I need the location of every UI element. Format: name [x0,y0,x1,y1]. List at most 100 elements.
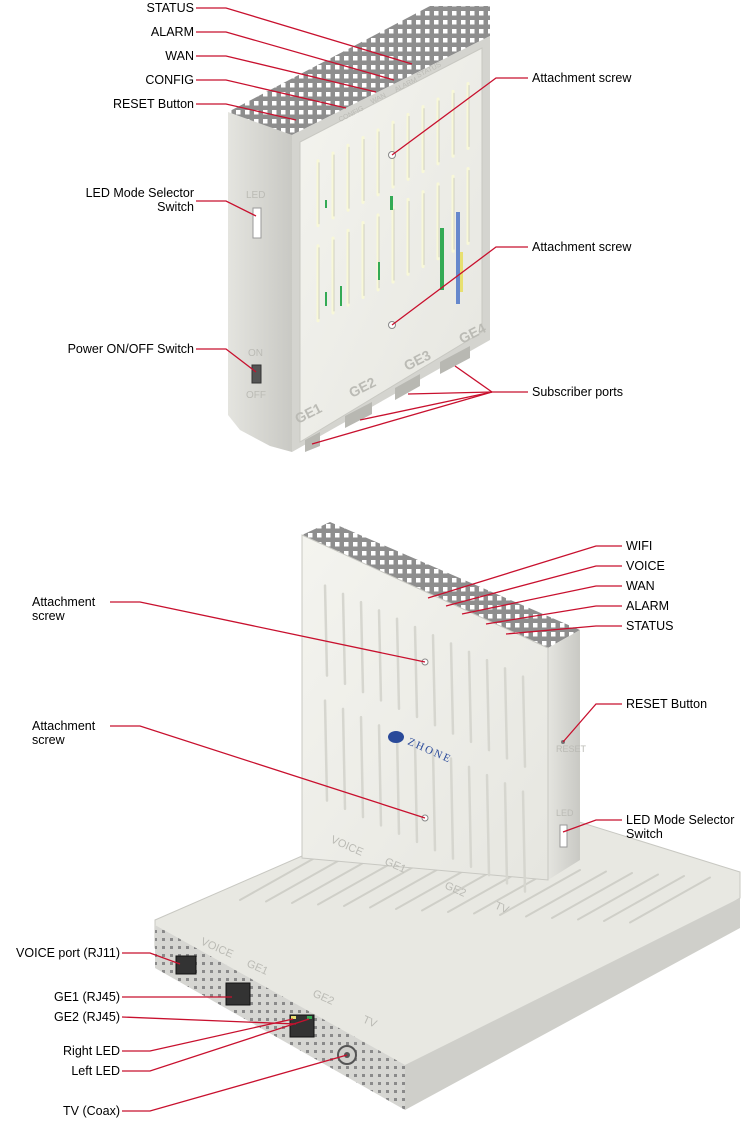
callout-attachment-screw-1: Attachment screw [532,71,632,85]
callout-status-2: STATUS [626,619,674,633]
vent-slot [629,876,711,924]
leader-subscriber-3 [407,391,493,395]
vent-slot [239,854,321,901]
vent-slot [343,860,425,907]
device-1-power-switch [251,364,262,384]
callout-reset-button-2: RESET Button [626,697,708,711]
callout-attachment-screw-4: Attachment screw [32,719,96,747]
device-1-leds [325,196,463,306]
fig2-panel-label-tv: TV [493,900,511,917]
vent-slot [499,869,581,916]
device-2-vent-slots [323,584,527,893]
vent-slot [323,699,329,802]
vent-slot [359,600,365,694]
leader-voice [445,565,622,607]
callout-status: STATUS [146,1,194,15]
vent-slot [503,667,509,760]
fig2-base-label-tv: TV [361,1014,379,1031]
callout-right-led: Right LED [63,1044,120,1058]
callout-wifi: WIFI [626,539,653,553]
device-1-led-mode-switch [252,207,262,239]
device-2-top-vents [302,522,580,648]
leader-wan-2 [461,585,622,615]
fig1-switch-label-led: LED [246,190,265,201]
callout-power-switch: Power ON/OFF Switch [67,342,194,356]
leader-config [196,79,347,109]
vent-slot [359,715,365,819]
vent-slot [521,675,527,768]
vent-slot [341,592,347,686]
ge2-right-led [291,1016,296,1019]
leader-alarm-2 [485,605,622,625]
callout-alarm-2: ALARM [626,599,670,613]
leader-screw-2 [391,246,528,326]
callout-led-mode-selector: LED Mode Selector Switch [85,186,194,214]
vent-slot [577,873,659,921]
callout-voice-port: VOICE port (RJ11) [16,946,120,960]
vent-slot [323,584,329,677]
callout-wan-2: WAN [626,579,655,593]
vent-slot [413,625,419,719]
vent-slot [377,609,383,702]
vent-slot [485,658,491,752]
ge2-left-led [307,1016,312,1019]
leader-status-2 [505,625,622,635]
callout-ge2-port: GE2 (RJ45) [54,1010,120,1024]
leader-screw-3 [110,601,426,663]
fig2-side-label-led: LED [556,808,574,818]
device-1-vent-slots [316,81,470,323]
leader-screw-1 [391,77,528,156]
fig1-switch-label-off: OFF [246,390,266,401]
leader-reset [196,103,297,121]
vent-slot [395,617,401,710]
leader-tv [122,1054,348,1112]
vent-slot [291,857,373,904]
callout-wan: WAN [165,49,194,63]
leader-subscriber-2 [359,391,493,421]
vent-slot [377,724,383,827]
ge2-port-rj45 [289,1014,315,1038]
leader-wan [196,55,377,93]
device-1 [228,6,490,452]
callout-alarm: ALARM [150,25,194,39]
leader-alarm [196,31,395,81]
leader-subscriber-4 [454,365,493,393]
leader-status [196,7,413,65]
vent-slot [503,782,509,885]
callout-attachment-screw-2: Attachment screw [532,240,632,254]
device-2-led-mode-switch [559,824,568,848]
vent-slot [521,790,527,893]
leader-lines [110,7,622,1112]
leader-power [196,348,257,373]
vent-slot [449,757,455,860]
callout-reset-button: RESET Button [112,97,194,111]
device-2: ZHONE [154,522,741,1110]
device-2-base-slots [239,854,711,924]
callout-led-mode-selector-2: LED Mode Selector Switch [626,813,735,841]
vent-slot [395,732,401,835]
callout-config: CONFIG [145,73,194,87]
device-2-base-right [405,898,740,1110]
leader-wifi [427,545,622,599]
device-1-port-tabs [305,346,470,452]
leader-screw-4 [110,725,426,819]
leader-right-led [122,1018,294,1052]
leader-led-mode [196,200,257,217]
leader-led-mode-2 [562,819,622,833]
vent-slot [485,773,491,877]
leader-ge2 [121,1016,297,1025]
leader-left-led [122,1018,310,1072]
callout-ge1-port: GE1 (RJ45) [54,990,120,1004]
vent-slot [525,870,607,918]
callout-voice: VOICE [626,559,665,573]
vent-slot [603,875,685,922]
vent-slot [449,642,455,735]
leader-voice-port [122,952,181,965]
callout-attachment-screw-3: Attachment screw [32,595,96,623]
vent-slot [431,749,437,852]
fig1-switch-label-on: ON [248,348,263,359]
leader-reset-2 [562,703,622,743]
device-1-left-side [228,112,292,452]
